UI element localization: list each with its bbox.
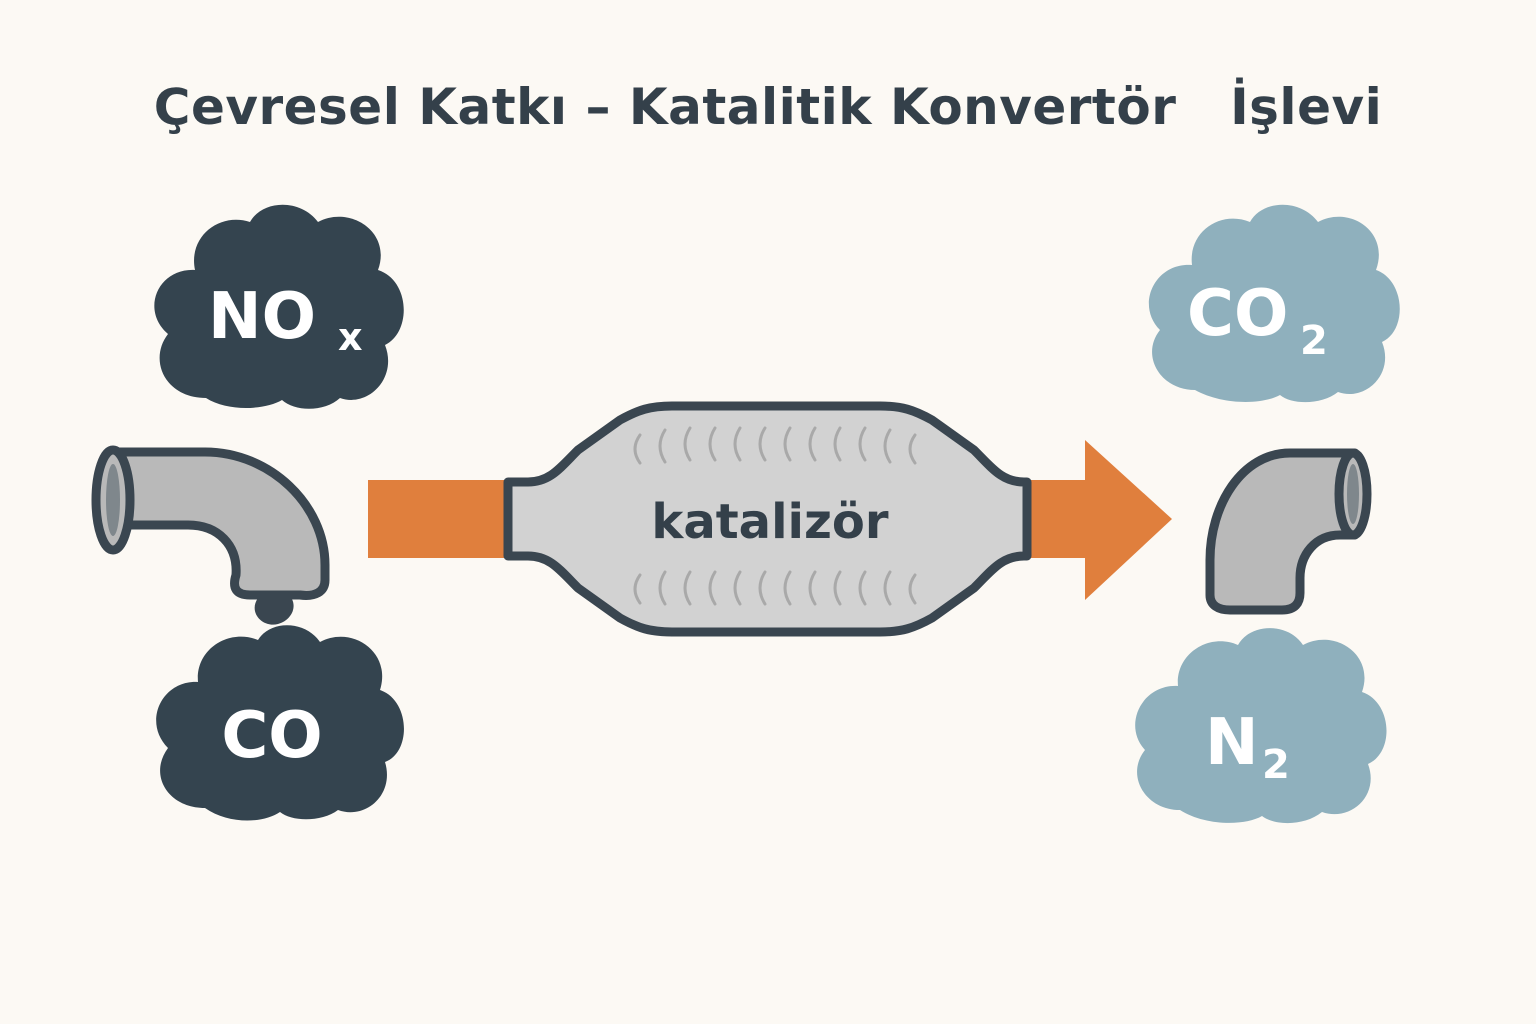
n2-subscript: 2: [1262, 742, 1290, 788]
co-formula: CO: [221, 699, 322, 773]
nox-cloud: NO x: [154, 204, 404, 409]
n2-formula: N: [1205, 706, 1259, 780]
co2-cloud: CO 2: [1148, 204, 1400, 403]
co-cloud: CO: [156, 625, 404, 821]
nox-subscript: x: [338, 315, 363, 359]
diagram-title: Çevresel Katkı – Katalitik Konvertör İşl…: [153, 78, 1383, 136]
n2-cloud: N 2: [1135, 628, 1387, 824]
converter-ribs: [633, 426, 917, 606]
nox-formula: NO: [208, 280, 316, 354]
converter-label: katalizör: [651, 494, 888, 550]
catalytic-converter-icon: katalizör: [503, 401, 1032, 637]
co2-formula: CO: [1187, 277, 1288, 351]
exhaust-pipe-icon: [91, 445, 330, 625]
outlet-pipe-icon: [1205, 448, 1372, 615]
co2-subscript: 2: [1300, 318, 1328, 364]
